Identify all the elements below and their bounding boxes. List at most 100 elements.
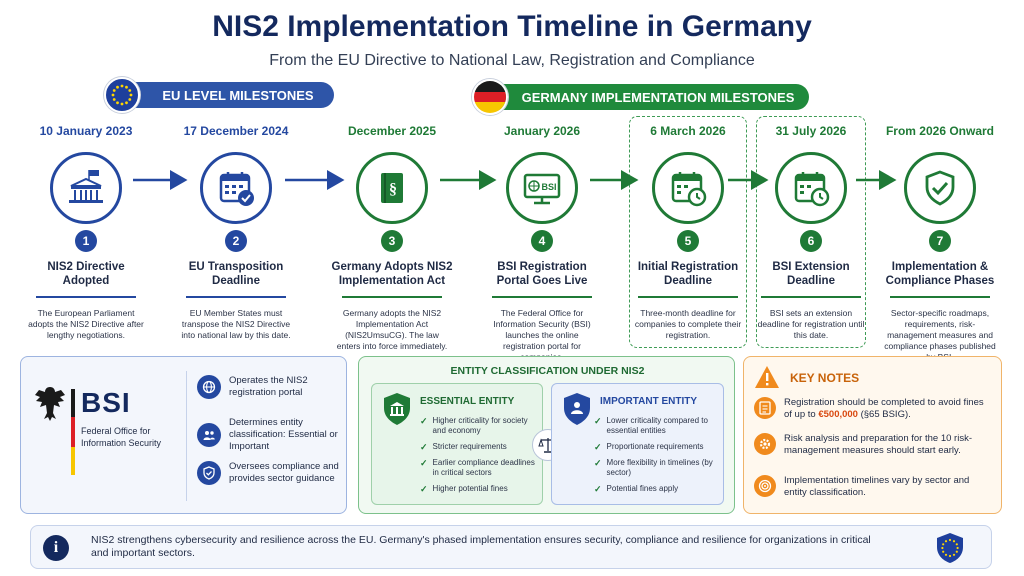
essential-entity-title: ESSENTIAL ENTITY xyxy=(420,396,515,407)
stage-date: 31 July 2026 xyxy=(775,124,847,138)
highlight-box-stage-5 xyxy=(629,116,747,348)
bsi-role-portal: Operates the NIS2 registration portal xyxy=(197,375,345,399)
note-text: Registration should be completed to avoi… xyxy=(784,397,984,420)
stage-description: Germany adopts the NIS2 Implementation A… xyxy=(336,308,448,351)
essential-entity-list: ✓Higher criticality for society and econ… xyxy=(420,410,538,494)
stage-label: BSI Extension Deadline xyxy=(772,261,850,287)
monitor-bsi-text: BSI xyxy=(541,182,556,192)
stage-description: BSI sets an extension deadline for regis… xyxy=(757,308,865,340)
target-icon xyxy=(754,475,776,497)
key-notes-panel: KEY NOTES Registration should be complet… xyxy=(743,356,1002,514)
calendar-check-icon xyxy=(200,152,272,224)
info-icon: i xyxy=(43,535,69,561)
stage-number-badge: 4 xyxy=(531,230,553,252)
note-risk-analysis: Risk analysis and preparation for the 10… xyxy=(754,433,994,457)
stage-date: January 2026 xyxy=(503,124,581,138)
timeline-stage-3: December 2025 § 3 Germany Adopts NIS2 Im… xyxy=(330,124,454,352)
stage-divider xyxy=(342,296,442,298)
timeline-stage-2: 17 December 2024 2 EU Transposition Dead… xyxy=(174,124,298,341)
check-icon: ✓ xyxy=(420,442,428,452)
stage-label: Germany Adopts NIS2 Implementation Act xyxy=(331,261,453,287)
list-item: ✓Higher potential fines xyxy=(420,484,508,494)
stage-label: BSI Registration Portal Goes Live xyxy=(496,261,588,287)
stage-date: From 2026 Onward xyxy=(885,124,995,138)
timeline-stage-5: 6 March 2026 5 Initial Registration Dead… xyxy=(626,124,750,341)
shield-check-icon xyxy=(904,152,976,224)
stage-number-badge: 3 xyxy=(381,230,403,252)
entity-classification-panel: ENTITY CLASSIFICATION UNDER NIS2 ESSENTI… xyxy=(358,356,735,514)
users-shield-icon xyxy=(562,392,592,431)
page-title: NIS2 Implementation Timeline in Germany xyxy=(212,10,812,43)
list-item: ✓Stricter requirements xyxy=(420,442,507,452)
eu-milestones-banner: EU LEVEL MILESTONES xyxy=(118,82,334,108)
stage-description: Sector-specific roadmaps, requirements, … xyxy=(884,308,996,362)
stage-divider xyxy=(761,296,861,298)
list-item: ✓Higher criticality for society and econ… xyxy=(420,416,528,435)
timeline-stage-7: From 2026 Onward 7 Implementation & Comp… xyxy=(878,124,1002,363)
users-icon xyxy=(197,423,221,447)
list-item: ✓More flexibility in timelines (by secto… xyxy=(594,458,713,477)
list-item: ✓Potential fines apply xyxy=(594,484,679,494)
list-item: ✓Proportionate requirements xyxy=(594,442,704,452)
stage-number-badge: 5 xyxy=(677,230,699,252)
note-registration: Registration should be completed to avoi… xyxy=(754,397,994,421)
calendar-clock-icon xyxy=(775,152,847,224)
svg-text:§: § xyxy=(389,181,397,198)
timeline-stage-6: 31 July 2026 6 BSI Extension Deadline BS… xyxy=(749,124,873,341)
check-icon: ✓ xyxy=(594,442,602,452)
stage-date: December 2025 xyxy=(347,124,437,138)
germany-flag-icon xyxy=(472,79,508,115)
stage-divider xyxy=(638,296,738,298)
bsi-logo-subtitle: Federal Office for Information Security xyxy=(81,426,162,448)
stage-date: 10 January 2023 xyxy=(39,124,133,138)
check-icon: ✓ xyxy=(420,416,428,426)
warning-icon xyxy=(754,365,780,394)
timeline-stage-1: 10 January 2023 1 NIS2 Directive Adopted… xyxy=(24,124,148,341)
timeline-stage-4: January 2026 BSI 4 BSI Registration Port… xyxy=(480,124,604,363)
classification-title: ENTITY CLASSIFICATION UNDER NIS2 xyxy=(450,365,645,377)
footer-text: NIS2 strengthens cybersecurity and resil… xyxy=(91,534,871,559)
note-text: Implementation timelines vary by sector … xyxy=(784,475,970,498)
stage-label: Initial Registration Deadline xyxy=(637,261,739,287)
checklist-icon xyxy=(754,397,776,419)
note-text: Risk analysis and preparation for the 10… xyxy=(784,433,972,456)
bsi-role-oversight: Oversees compliance and provides sector … xyxy=(197,461,345,485)
stage-label: NIS2 Directive Adopted xyxy=(47,261,125,287)
calendar-clock-icon xyxy=(652,152,724,224)
eu-shield-icon xyxy=(935,532,965,569)
important-entity-card: IMPORTANT ENTITY ✓Lower criticality comp… xyxy=(551,383,724,505)
stage-number-badge: 6 xyxy=(800,230,822,252)
stage-label: EU Transposition Deadline xyxy=(188,261,284,287)
key-notes-title: KEY NOTES xyxy=(790,371,860,385)
stage-description: The European Parliament adopts the NIS2 … xyxy=(28,308,144,340)
stage-description: EU Member States must transpose the NIS2… xyxy=(181,308,291,340)
stage-date: 6 March 2026 xyxy=(650,124,726,138)
stage-number-badge: 2 xyxy=(225,230,247,252)
stage-description: The Federal Office for Information Secur… xyxy=(493,308,591,362)
globe-icon xyxy=(197,375,221,399)
bsi-role-text: Determines entity classification: Essent… xyxy=(229,417,338,452)
parliament-building-icon xyxy=(50,152,122,224)
bsi-logo-text: BSI xyxy=(81,387,131,418)
shield-check-icon xyxy=(197,461,221,485)
list-item: ✓Earlier compliance deadlines in critica… xyxy=(420,458,535,477)
federal-eagle-icon xyxy=(33,383,67,428)
note-timelines: Implementation timelines vary by sector … xyxy=(754,475,994,499)
stage-number-badge: 1 xyxy=(75,230,97,252)
stage-divider xyxy=(492,296,592,298)
footer-banner: i NIS2 strengthens cybersecurity and res… xyxy=(30,525,992,569)
check-icon: ✓ xyxy=(594,416,602,426)
stage-divider xyxy=(890,296,990,298)
page-subtitle: From the EU Directive to National Law, R… xyxy=(269,52,755,69)
bsi-role-text: Oversees compliance and provides sector … xyxy=(229,461,339,484)
german-flag-stripe xyxy=(71,389,75,475)
eu-flag-icon xyxy=(104,77,140,113)
list-item: ✓Lower criticality compared to essential… xyxy=(594,416,708,435)
monitor-bsi-icon: BSI xyxy=(506,152,578,224)
stage-description: Three-month deadline for companies to co… xyxy=(634,308,742,340)
check-icon: ✓ xyxy=(420,458,428,468)
stage-date: 17 December 2024 xyxy=(183,124,289,138)
check-icon: ✓ xyxy=(594,458,602,468)
stage-divider xyxy=(36,296,136,298)
